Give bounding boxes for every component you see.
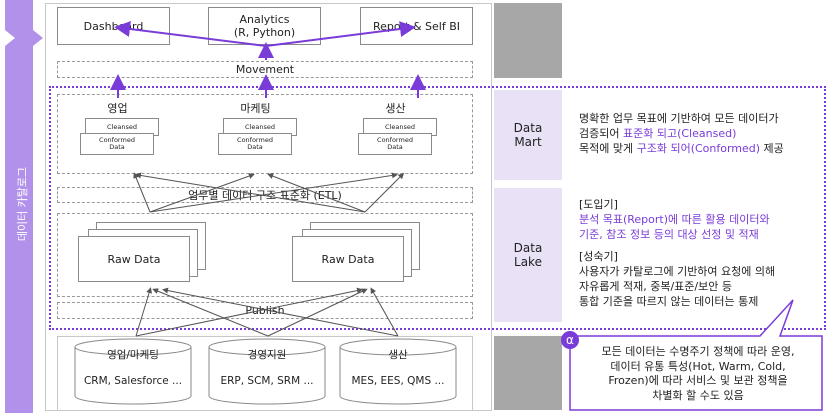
conformed-doc: Conformed Data [218,133,292,155]
mart-desc-line-3: 목적에 맞게 구조화 되어(Conformed) 제공 [579,142,784,155]
conformed-data-label: Data [387,143,403,151]
source-production: 생산 MES, EES, QMS ... [339,338,457,405]
source-title: 경영지원 [247,349,287,361]
mart-title: 생산 [385,102,406,115]
data-mart-label-2: Mart [514,135,542,149]
catalog-sidebar: 데이터 카탈로그 [0,0,44,413]
intro-line-1: 분석 목표(Report)에 따른 활용 데이터와 [579,213,770,226]
data-mart-label-1: Data [513,121,543,135]
data-lake-label-2: Lake [514,255,542,269]
cleansed-doc: Cleansed [85,118,159,136]
conformed-highlight: 구조화 되어(Conformed) [636,142,761,155]
raw-doc-front: Raw Data [292,236,404,282]
analytics-line-2: (R, Python) [233,26,296,39]
conformed-data-label: Data [247,143,263,151]
data-lake-panel: Data Lake [494,188,562,322]
data-lake-description: [도입기] 분석 목표(Report)에 따른 활용 데이터와 기준, 참조 정… [579,197,824,309]
conformed-label: Conformed [377,136,413,144]
mart-desc-line-2: 검증되어 표준화 되고(Cleansed) [579,127,737,140]
source-title: 영업/마케팅 [107,349,159,361]
conformed-doc: Conformed Data [80,133,154,155]
conformed-label: Conformed [99,136,135,144]
mature-line-3: 통합 기준을 따르지 않는 데이터는 통제 [579,295,759,308]
conformed-data-label: Data [109,143,125,151]
analytics-line-1: Analytics [239,13,290,26]
conformed-label: Conformed [237,136,273,144]
analytics-box: Analytics (R, Python) [208,7,321,45]
alpha-badge: α [566,333,574,347]
callout-line-2: 데이터 유통 특성(Hot, Warm, Cold, [610,359,786,373]
lake-mart-region [49,86,826,330]
raw-data-stack-right: Raw Data [292,222,422,286]
data-mart-description: 명확한 업무 목표에 기반하여 모든 데이터가 검증되어 표준화 되고(Clea… [579,111,824,156]
data-mart-panel: Data Mart [494,90,562,180]
raw-data-stack-left: Raw Data [78,222,208,286]
mart-desc-line-1: 명확한 업무 목표에 기반하여 모든 데이터가 [579,112,779,125]
sources-area [57,336,473,411]
mature-line-1: 사용자가 카탈로그에 기반하여 요청에 의해 [579,265,776,278]
flow-lines [133,172,405,337]
callout-line-4: 차별화 할 수도 있음 [652,388,744,402]
mart-production: 생산 Cleansed Conformed Data [338,97,453,161]
source-title: 생산 [388,349,408,361]
source-systems: MES, EES, QMS ... [351,375,445,387]
mart-marketing: 마케팅 Cleansed Conformed Data [198,97,313,161]
cleansed-highlight: 표준화 되고(Cleansed) [622,127,737,140]
mart-sales: 영업 Cleansed Conformed Data [60,97,175,161]
mature-line-2: 자유롭게 적재, 중복/표준/보안 등 [579,280,732,293]
source-systems: CRM, Salesforce ... [83,375,183,387]
bottom-grey-panel [494,336,562,410]
source-sales-marketing: 영업/마케팅 CRM, Salesforce ... [74,338,192,405]
mart-title: 영업 [107,102,128,115]
mature-heading: [성숙기] [579,250,618,263]
intro-heading: [도입기] [579,198,618,211]
callout-text: 모든 데이터는 수명주기 정책에 따라 운영, 데이터 유통 특성(Hot, W… [578,345,818,403]
movement-arrows [110,21,426,98]
raw-doc-front: Raw Data [78,236,190,282]
intro-line-2: 기준, 참조 정보 등의 대상 선정 및 적재 [579,228,759,241]
top-grey-panel [494,3,562,78]
callout-line-3: Frozen)에 따라 서비스 및 보관 정책을 [608,374,788,387]
data-lake-label-1: Data [513,241,543,255]
source-systems: ERP, SCM, SRM ... [220,375,314,387]
source-management: 경영지원 ERP, SCM, SRM ... [208,338,326,405]
report-box: Report & Self BI [360,7,473,45]
callout-line-1: 모든 데이터는 수명주기 정책에 따라 운영, [601,345,795,358]
mart-title: 마케팅 [240,102,271,115]
conformed-doc: Conformed Data [358,133,432,155]
